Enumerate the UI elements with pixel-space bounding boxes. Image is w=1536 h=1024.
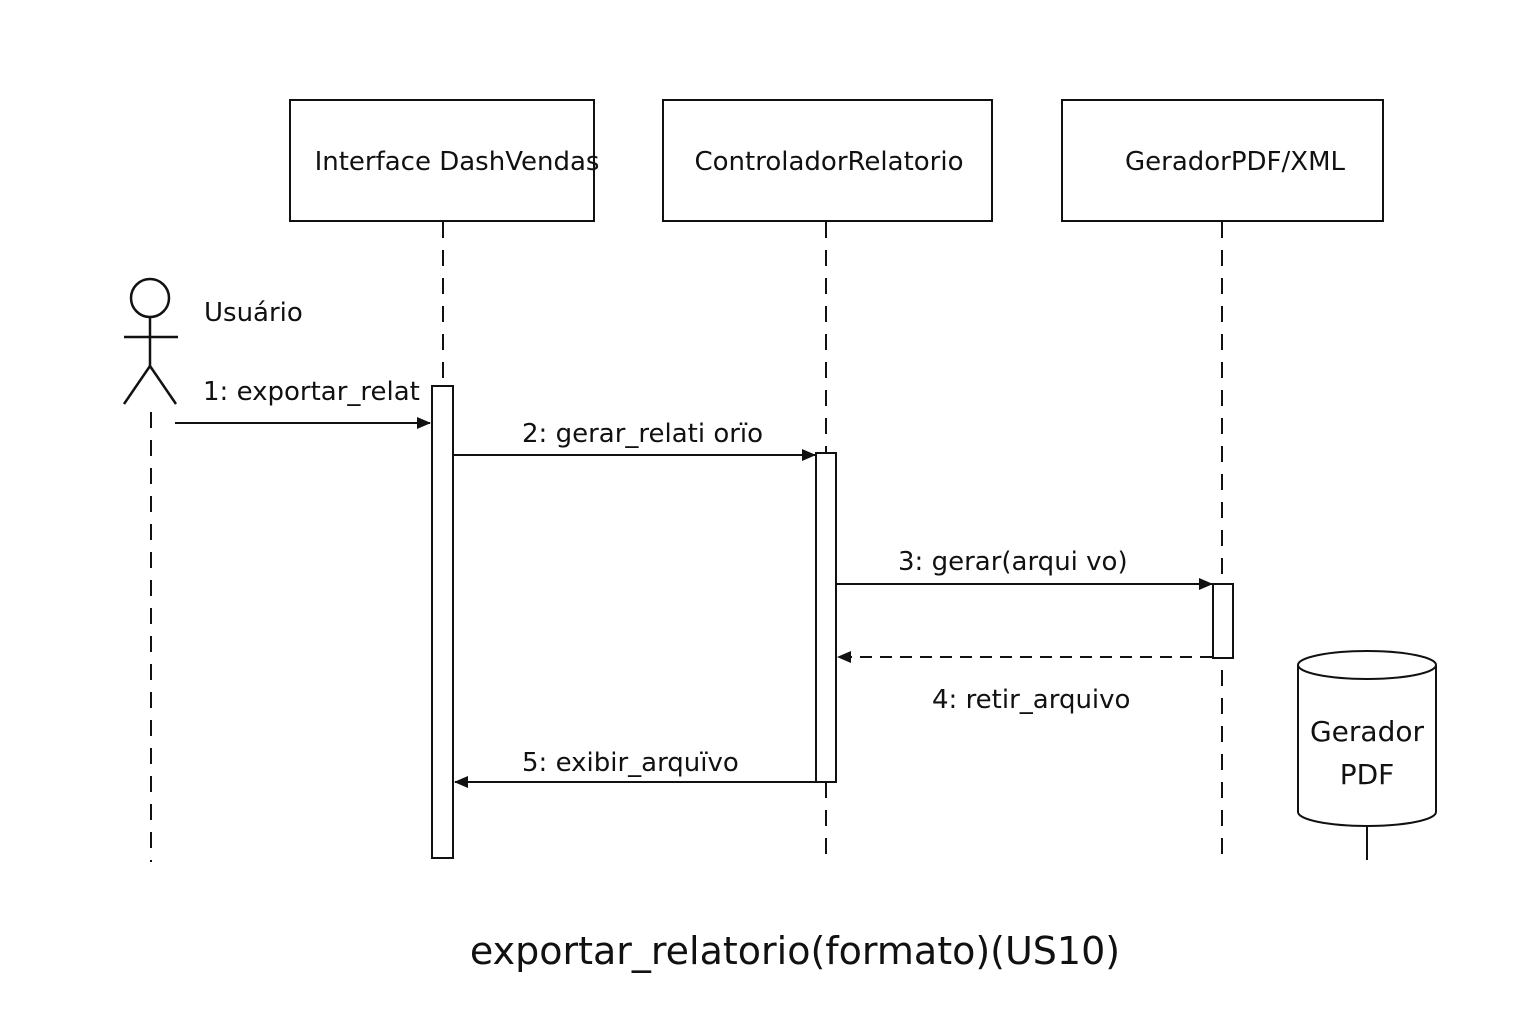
participant-interface-dashvendas: Interface DashVendas bbox=[289, 99, 600, 222]
message-3: 3: gerar(arqui vo) bbox=[836, 547, 1213, 590]
actor-label: Usuário bbox=[204, 298, 303, 328]
message-2: 2: gerar_relati orïo bbox=[453, 419, 816, 461]
message-label: 4: retir_arquivo bbox=[932, 685, 1130, 715]
message-4: 4: retir_arquivo bbox=[837, 651, 1212, 715]
activation-bar-interface bbox=[431, 385, 454, 859]
participant-gerador-pdf-xml: GeradorPDF/XML bbox=[1061, 99, 1384, 222]
activation-bar-gerador bbox=[1212, 583, 1234, 659]
message-label: 2: gerar_relati orïo bbox=[522, 419, 763, 449]
message-1: 1: exportar_relat bbox=[175, 377, 431, 429]
message-label: 1: exportar_relat bbox=[203, 377, 420, 407]
database-cylinder-icon bbox=[1297, 650, 1437, 860]
participant-label: ControladorRelatorio bbox=[695, 147, 964, 177]
database-label-line2: PDF bbox=[1340, 758, 1395, 791]
actor-usuario-icon bbox=[122, 277, 178, 405]
participant-label: Interface DashVendas bbox=[315, 147, 600, 177]
activation-bar-controlador bbox=[815, 452, 837, 783]
database-label-line1: Gerador bbox=[1310, 715, 1424, 748]
participant-label: GeradorPDF/XML bbox=[1125, 147, 1346, 177]
diagram-caption: exportar_relatorio(formato)(US10) bbox=[470, 929, 1120, 973]
participant-controlador-relatorio: ControladorRelatorio bbox=[662, 99, 993, 222]
message-5: 5: exibir_arquïvo bbox=[454, 748, 815, 788]
message-label: 3: gerar(arqui vo) bbox=[898, 547, 1128, 577]
message-label: 5: exibir_arquïvo bbox=[522, 748, 739, 778]
